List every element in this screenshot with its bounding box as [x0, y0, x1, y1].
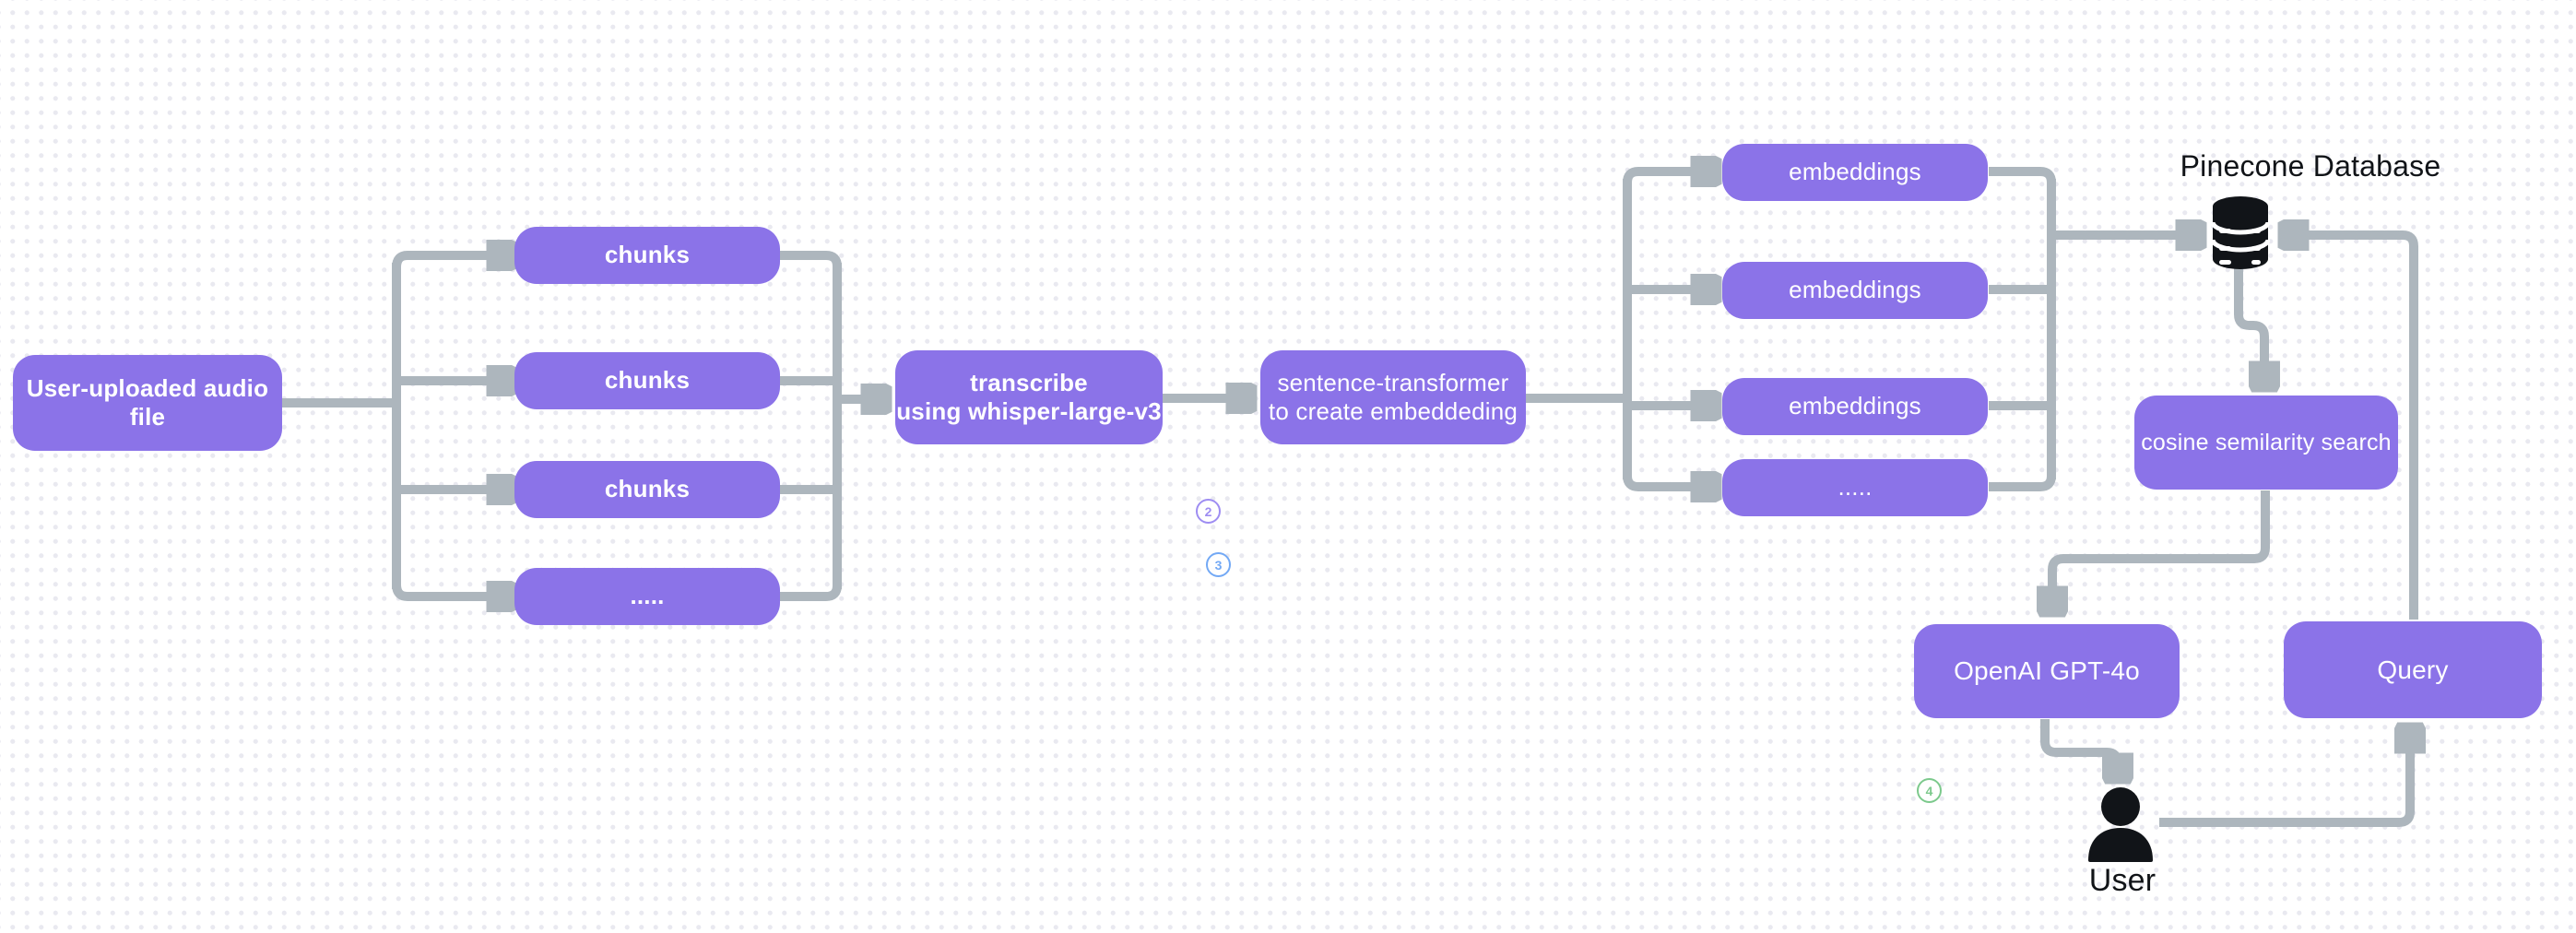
node-chunk-ellipsis[interactable]: .....: [514, 568, 780, 625]
edge-embedder-to-splitter[interactable]: [1526, 179, 1632, 479]
node-chunk-1[interactable]: chunks: [514, 227, 780, 284]
node-label: cosine semilarity search: [2141, 430, 2392, 455]
step-badge-3[interactable]: 3: [1206, 552, 1231, 577]
edge-source-to-splitter[interactable]: [281, 263, 401, 589]
edge-pinecone-to-cosine[interactable]: [2234, 267, 2264, 387]
node-embedding-1[interactable]: embeddings: [1722, 144, 1988, 201]
node-label: embeddings: [1789, 276, 1921, 304]
pinecone-database-label: Pinecone Database: [2180, 149, 2441, 183]
step-badge-4[interactable]: 4: [1917, 778, 1942, 803]
edge-splitter-to-emb1[interactable]: [1623, 171, 1717, 183]
edge-user-to-query[interactable]: [2159, 727, 2410, 827]
node-openai-gpt4o[interactable]: OpenAI GPT-4o: [1914, 624, 2180, 718]
edge-splitter-to-emb4[interactable]: [1623, 476, 1717, 487]
node-label: Query: [2377, 655, 2449, 684]
node-label-line1: sentence-transformer: [1277, 368, 1509, 396]
edge-cosine-to-openai[interactable]: [2052, 490, 2270, 612]
edge-embeddings-merge[interactable]: [1989, 167, 2056, 491]
user-icon[interactable]: [2082, 785, 2159, 863]
node-label: OpenAI GPT-4o: [1954, 656, 2140, 686]
node-chunk-2[interactable]: chunks: [514, 352, 780, 409]
node-label: User-uploaded audio file: [26, 373, 269, 431]
node-label-line2: using whisper-large-v3: [896, 397, 1162, 425]
node-label: chunks: [604, 366, 691, 395]
node-sentence-transformer[interactable]: sentence-transformer to create embeddedi…: [1260, 350, 1526, 444]
node-label-line1: transcribe: [970, 368, 1088, 396]
user-label: User: [2088, 863, 2157, 898]
node-embedding-ellipsis[interactable]: .....: [1722, 459, 1988, 516]
node-embedding-3[interactable]: embeddings: [1722, 378, 1988, 435]
node-label: .....: [630, 582, 665, 610]
node-query[interactable]: Query: [2284, 621, 2542, 718]
node-chunk-3[interactable]: chunks: [514, 461, 780, 518]
node-label: embeddings: [1789, 392, 1921, 420]
edge-chunks-merge[interactable]: [780, 251, 842, 601]
edge-splitter-to-chunk1[interactable]: [392, 255, 513, 267]
edge-openai-to-user[interactable]: [2040, 719, 2118, 779]
step-badge-2[interactable]: 2: [1196, 499, 1221, 524]
node-label: chunks: [604, 241, 691, 269]
node-embedding-2[interactable]: embeddings: [1722, 262, 1988, 319]
node-label: .....: [1837, 473, 1873, 502]
node-transcribe-whisper[interactable]: transcribe using whisper-large-v3: [895, 350, 1163, 444]
database-icon[interactable]: [2211, 195, 2270, 271]
node-label-line2: to create embeddeding: [1268, 397, 1518, 425]
node-label: embeddings: [1789, 158, 1921, 186]
node-label: chunks: [604, 475, 691, 503]
node-cosine-similarity-search[interactable]: cosine semilarity search: [2134, 396, 2398, 490]
edge-query-to-pinecone[interactable]: [2283, 235, 2418, 620]
node-user-uploaded-audio-file[interactable]: User-uploaded audio file: [13, 355, 282, 451]
edge-splitter-to-chunk4[interactable]: [392, 585, 513, 596]
